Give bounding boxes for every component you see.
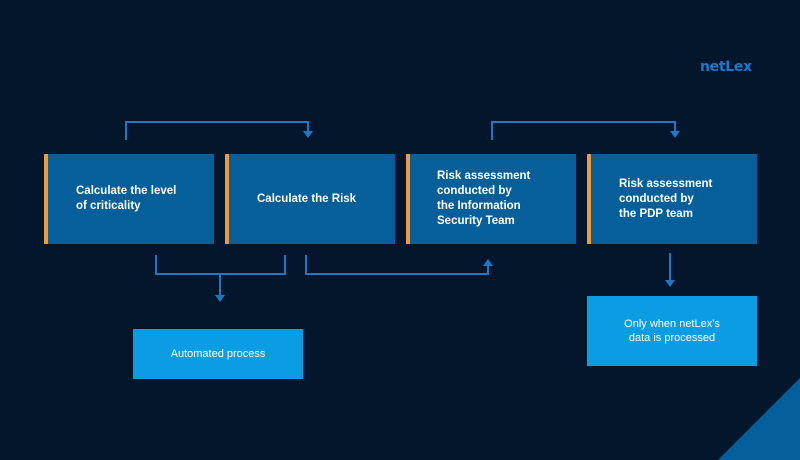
note-conditional-processing: Only when netLex's data is processed — [587, 296, 757, 366]
arrowhead-to-step3 — [483, 259, 493, 266]
arrowhead-to-step4 — [670, 131, 680, 138]
note-automated-process: Automated process — [133, 329, 303, 379]
step-infosec-assessment: Risk assessment conducted by the Informa… — [406, 154, 576, 244]
connector-step2-to-step3 — [305, 255, 489, 275]
step-pdp-assessment: Risk assessment conducted by the PDP tea… — [587, 154, 757, 244]
connector-step3-to-step4 — [491, 121, 676, 140]
arrowhead-to-automated — [215, 295, 225, 302]
step-calculate-criticality: Calculate the level of criticality — [44, 154, 214, 244]
netlex-logo: netLex — [700, 59, 752, 75]
note-label: Automated process — [170, 348, 266, 360]
connector-step1-to-step2 — [125, 121, 309, 140]
step-label: Calculate the level of criticality — [76, 185, 177, 212]
step-calculate-risk: Calculate the Risk — [225, 154, 395, 244]
arrowhead-to-step2 — [303, 131, 313, 138]
arrowhead-to-conditional — [665, 280, 675, 287]
step-label: Risk assessment conducted by the PDP tea… — [619, 177, 713, 220]
note-label: Only when netLex's data is processed — [624, 318, 720, 344]
step-label: Risk assessment conducted by the Informa… — [437, 170, 531, 227]
step-label: Calculate the Risk — [257, 192, 357, 205]
